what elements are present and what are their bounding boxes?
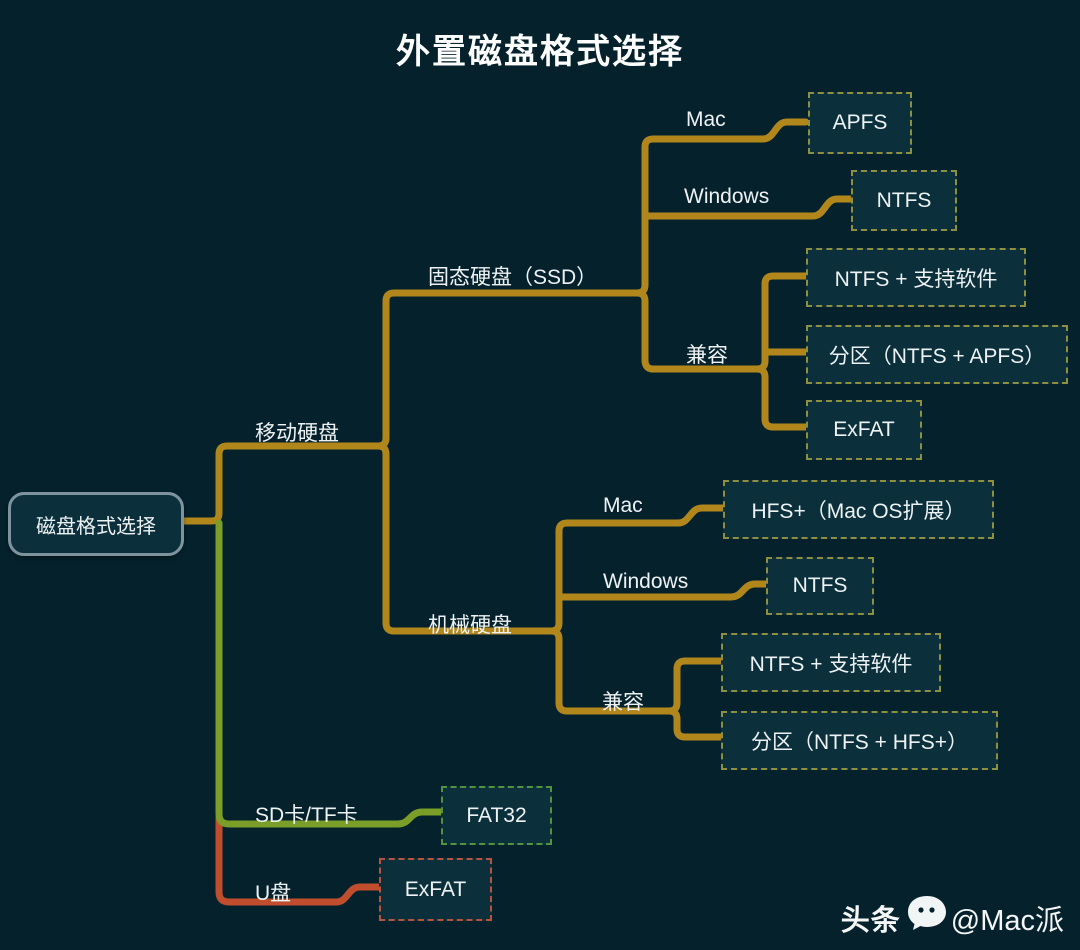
branch-label-hdd-mac: Mac bbox=[603, 494, 643, 517]
branch-line-sdcard bbox=[215, 519, 445, 828]
branch-label-yidongyingpan: 移动硬盘 bbox=[255, 422, 339, 445]
branch-line-ssd-jianrong bbox=[633, 289, 761, 373]
branch-label-hdd-jianrong: 兼容 bbox=[602, 691, 644, 714]
leaf-box-apfs: APFS bbox=[808, 92, 912, 154]
branch-line-ssd bbox=[374, 289, 641, 450]
leaf-box-exfat-usb: ExFAT bbox=[379, 858, 492, 921]
branch-line-hdd-jianrong-2 bbox=[665, 707, 725, 741]
branch-line-hdd-jianrong-1 bbox=[665, 657, 725, 715]
leaf-box-partition-hfs: 分区（NTFS + HFS+） bbox=[721, 711, 998, 770]
leaf-box-partition-apfs: 分区（NTFS + APFS） bbox=[806, 325, 1068, 384]
branch-line-yidong bbox=[174, 442, 382, 525]
branch-label-jixieyingpan: 机械硬盘 bbox=[428, 614, 512, 637]
leaf-box-hfs-plus: HFS+（Mac OS扩展） bbox=[723, 480, 994, 539]
leaf-box-fat32: FAT32 bbox=[441, 786, 552, 845]
branch-label-ssd-jianrong: 兼容 bbox=[686, 344, 728, 367]
root-node: 磁盘格式选择 bbox=[8, 492, 184, 556]
leaf-box-ntfs-software-hdd: NTFS + 支持软件 bbox=[721, 633, 941, 692]
branch-line-hdd bbox=[374, 442, 555, 635]
leaf-box-ntfs-hdd: NTFS bbox=[766, 557, 874, 615]
branch-label-ssd-windows: Windows bbox=[684, 185, 770, 208]
leaf-box-ntfs-software-ssd: NTFS + 支持软件 bbox=[806, 248, 1026, 307]
branch-line-ssd-mac bbox=[633, 118, 810, 297]
watermark: 头条 @Mac派 bbox=[840, 896, 1064, 937]
leaf-box-ntfs-ssd: NTFS bbox=[851, 170, 957, 231]
branch-line-ssd-jianrong-3 bbox=[753, 365, 810, 431]
branch-label-ssd: 固态硬盘（SSD） bbox=[428, 266, 598, 289]
root-node-label: 磁盘格式选择 bbox=[36, 515, 156, 538]
branch-line-hdd-jianrong bbox=[547, 627, 673, 715]
branch-label-ssd-mac: Mac bbox=[686, 108, 726, 131]
branch-label-upan: U盘 bbox=[255, 882, 292, 905]
branch-line-hdd-mac bbox=[547, 504, 727, 635]
chat-ghost-icon bbox=[907, 896, 946, 930]
leaf-box-exfat-ssd: ExFAT bbox=[806, 400, 922, 460]
branch-line-upan bbox=[215, 814, 383, 906]
branch-label-sdcard: SD卡/TF卡 bbox=[255, 804, 358, 827]
diagram-title: 外置磁盘格式选择 bbox=[396, 33, 684, 71]
branch-line-hdd-windows bbox=[555, 580, 770, 601]
watermark-prefix: 头条 bbox=[840, 905, 901, 937]
branch-label-hdd-windows: Windows bbox=[603, 570, 689, 593]
watermark-handle: @Mac派 bbox=[950, 905, 1064, 937]
branch-line-ssd-windows bbox=[641, 195, 855, 220]
